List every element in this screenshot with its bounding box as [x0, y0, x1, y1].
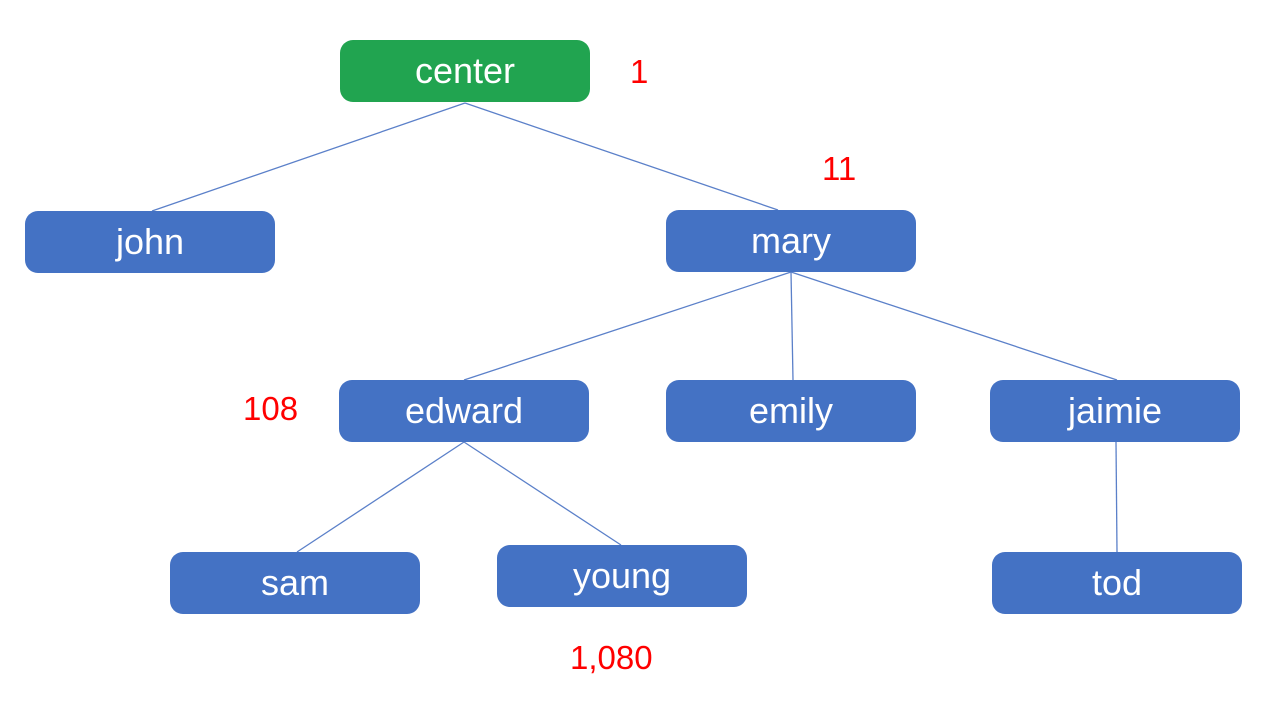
node-sam: sam: [170, 552, 420, 614]
edge-center-mary: [464, 102, 779, 211]
edge-mary-jaimie: [790, 271, 1118, 381]
annotation-edward-value: 108: [243, 390, 299, 427]
annotation-mary-value: 11: [822, 150, 857, 187]
node-mary-label: mary: [751, 220, 831, 261]
node-young-label: young: [572, 555, 672, 596]
node-edward: edward: [339, 380, 589, 442]
edge-edward-young: [463, 441, 622, 546]
node-emily-label: emily: [748, 390, 833, 431]
node-tod: tod: [992, 552, 1242, 614]
edge-jaimie-tod: [1115, 441, 1118, 553]
edge-edward-sam: [296, 441, 465, 553]
annotation-young-value: 1,080: [570, 639, 653, 676]
node-center: center: [340, 40, 590, 102]
node-sam-label: sam: [260, 562, 329, 603]
node-jaimie-label: jaimie: [1067, 390, 1163, 431]
edge-mary-edward: [463, 271, 792, 381]
node-mary: mary: [666, 210, 916, 272]
node-emily: emily: [666, 380, 916, 442]
node-john: john: [25, 211, 275, 273]
edge-mary-emily: [790, 271, 794, 381]
node-young: young: [497, 545, 747, 607]
node-john-label: john: [115, 221, 185, 262]
node-tod-label: tod: [1091, 562, 1143, 603]
node-edward-label: edward: [404, 390, 524, 431]
annotation-center-value: 1: [630, 53, 649, 90]
edge-center-john: [151, 102, 466, 212]
node-jaimie: jaimie: [990, 380, 1240, 442]
node-center-label: center: [414, 50, 516, 91]
